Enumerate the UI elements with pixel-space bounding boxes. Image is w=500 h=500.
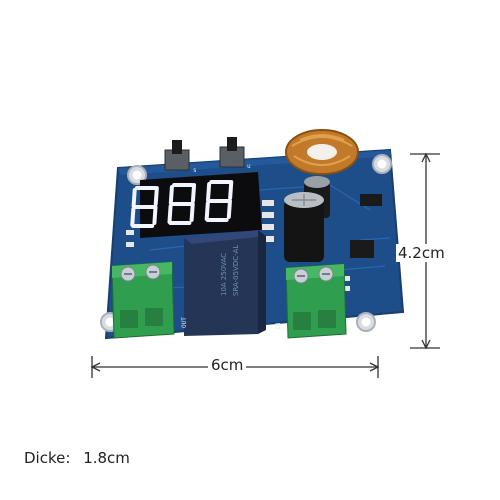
terminal-label-out: OUT — [181, 317, 188, 328]
mounting-holes — [100, 154, 392, 332]
terminal-block-in: IN — [275, 263, 347, 339]
terminal-block-out: OUT — [111, 261, 188, 339]
terminal-label-in: IN — [275, 322, 282, 330]
relay: SRA-05VDC-AL 10A 250VAC — [184, 230, 266, 336]
digit-2 — [167, 183, 197, 225]
relay-model-text: SRA-05VDC-AL — [232, 245, 240, 296]
push-buttons: s u — [164, 137, 251, 174]
button-mark-s: s — [193, 167, 197, 174]
thickness-label: Dicke: — [24, 449, 71, 467]
seven-segment-display — [130, 172, 262, 238]
digit-1 — [130, 186, 159, 228]
width-label: 6cm — [208, 356, 247, 374]
height-label: 4.2cm — [396, 244, 447, 262]
thickness-caption: Dicke: 1.8cm — [24, 449, 130, 467]
toroidal-inductor — [285, 129, 359, 175]
digit-3 — [204, 180, 234, 222]
button-mark-u: u — [247, 163, 251, 170]
relay-rating-text: 10A 250VAC — [220, 253, 228, 296]
thickness-value: 1.8cm — [83, 449, 130, 467]
capacitors — [284, 176, 330, 262]
